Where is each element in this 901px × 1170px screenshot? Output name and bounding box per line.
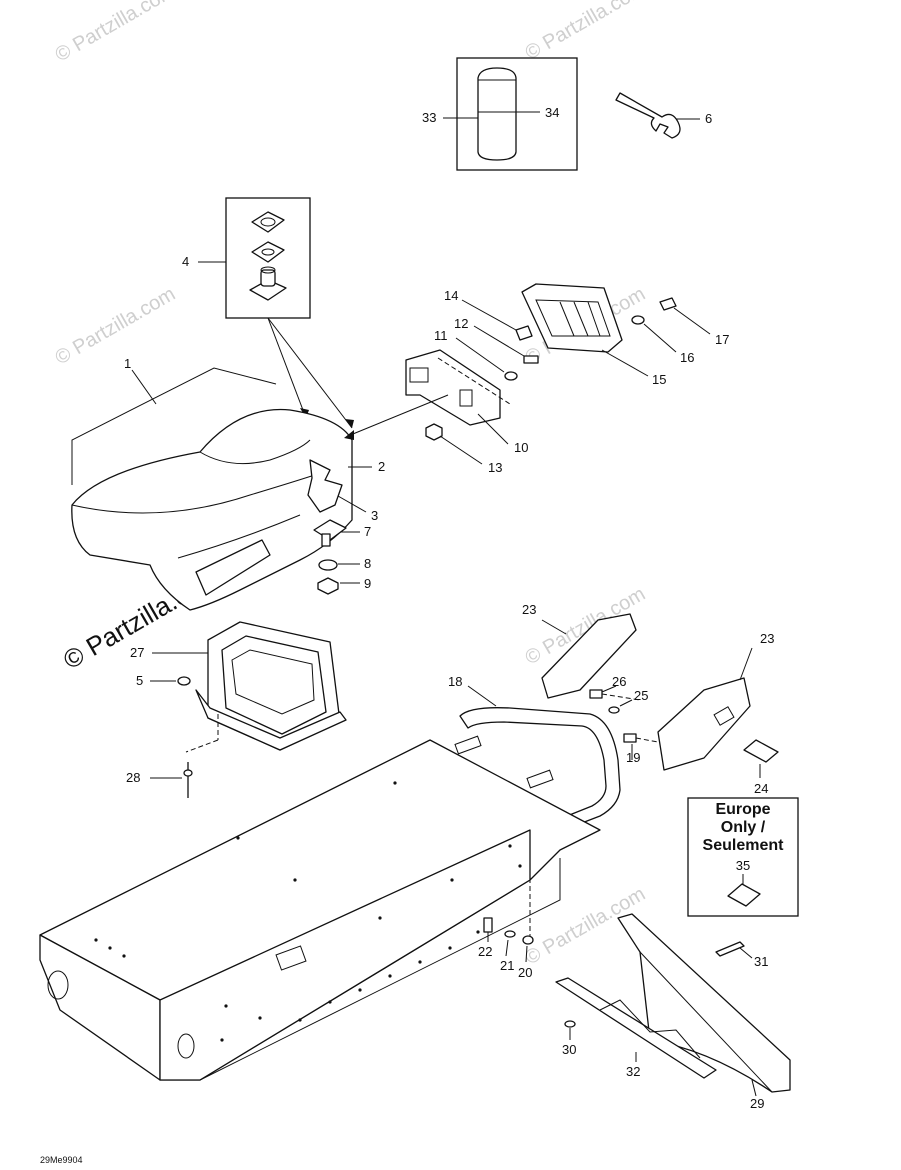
callout-7: 7 [364,524,371,539]
callout-17: 17 [715,332,729,347]
callout-23: 23 [522,602,536,617]
callout-6: 6 [705,111,712,126]
side-cover-left [541,613,637,699]
latch-kit-group: 4 [182,197,354,429]
side-covers: 23 23 24 26 25 19 [522,602,779,796]
callout-26: 26 [612,674,626,689]
callout-20: 20 [518,965,532,980]
callout-16: 16 [680,350,694,365]
europe-line2: Only / [721,819,766,836]
tunnel-hardware: 22 21 20 [478,917,534,980]
callout-29: 29 [750,1096,764,1111]
lens [521,283,623,353]
drawing-code: 29Me9904 [40,1155,83,1165]
europe-line3: Seulement [703,837,785,854]
callout-22: 22 [478,944,492,959]
side-cover-right [657,677,751,771]
callout-13: 13 [488,460,502,475]
callout-35: 35 [736,858,750,873]
storage-box: 27 5 28 [126,621,347,798]
europe-only-box: Europe Only / Seulement 35 [687,797,799,917]
seat-hardware: 7 8 9 [313,519,371,595]
callout-34: 34 [545,105,559,120]
callout-10: 10 [514,440,528,455]
flap-support [555,977,717,1079]
kit-box [456,57,578,171]
callout-1: 1 [124,356,131,371]
callout-3: 3 [371,508,378,523]
callout-21: 21 [500,958,514,973]
callout-33: 33 [422,110,436,125]
callout-31: 31 [754,954,768,969]
callout-23: 23 [760,631,774,646]
europe-line1: Europe [715,801,770,818]
callout-32: 32 [626,1064,640,1079]
watermark: © Partzilla.com [52,283,180,369]
bracket [405,349,501,426]
callout-12: 12 [454,316,468,331]
tunnel-frame [39,735,601,1081]
callout-30: 30 [562,1042,576,1057]
callout-19: 19 [626,750,640,765]
callout-18: 18 [448,674,462,689]
seat-assembly: 1 2 3 [71,356,385,611]
callout-25: 25 [634,688,648,703]
fuse-part [477,67,517,161]
callout-27: 27 [130,645,144,660]
spanner-wrench: 6 [615,92,712,139]
callout-4: 4 [182,254,189,269]
tunnel-end [39,934,161,1081]
callout-5: 5 [136,673,143,688]
callout-14: 14 [444,288,458,303]
callout-15: 15 [652,372,666,387]
tunnel-side [159,829,531,1081]
callout-8: 8 [364,556,371,571]
battery-box-group: 33 34 [422,57,578,171]
watermark: © Partzilla.com [52,0,180,66]
callout-11: 11 [434,328,448,343]
callout-24: 24 [754,781,768,796]
taillight: 15 16 17 [344,283,729,440]
snow-flap: 29 32 30 31 [555,913,791,1111]
callout-9: 9 [364,576,371,591]
watermark: © Partzilla.com [522,0,650,64]
taillight-bracket: 10 13 11 12 14 [405,288,539,475]
reflector [727,883,761,907]
mesh-insert [307,459,343,513]
callout-28: 28 [126,770,140,785]
seat [71,408,353,611]
callout-2: 2 [378,459,385,474]
